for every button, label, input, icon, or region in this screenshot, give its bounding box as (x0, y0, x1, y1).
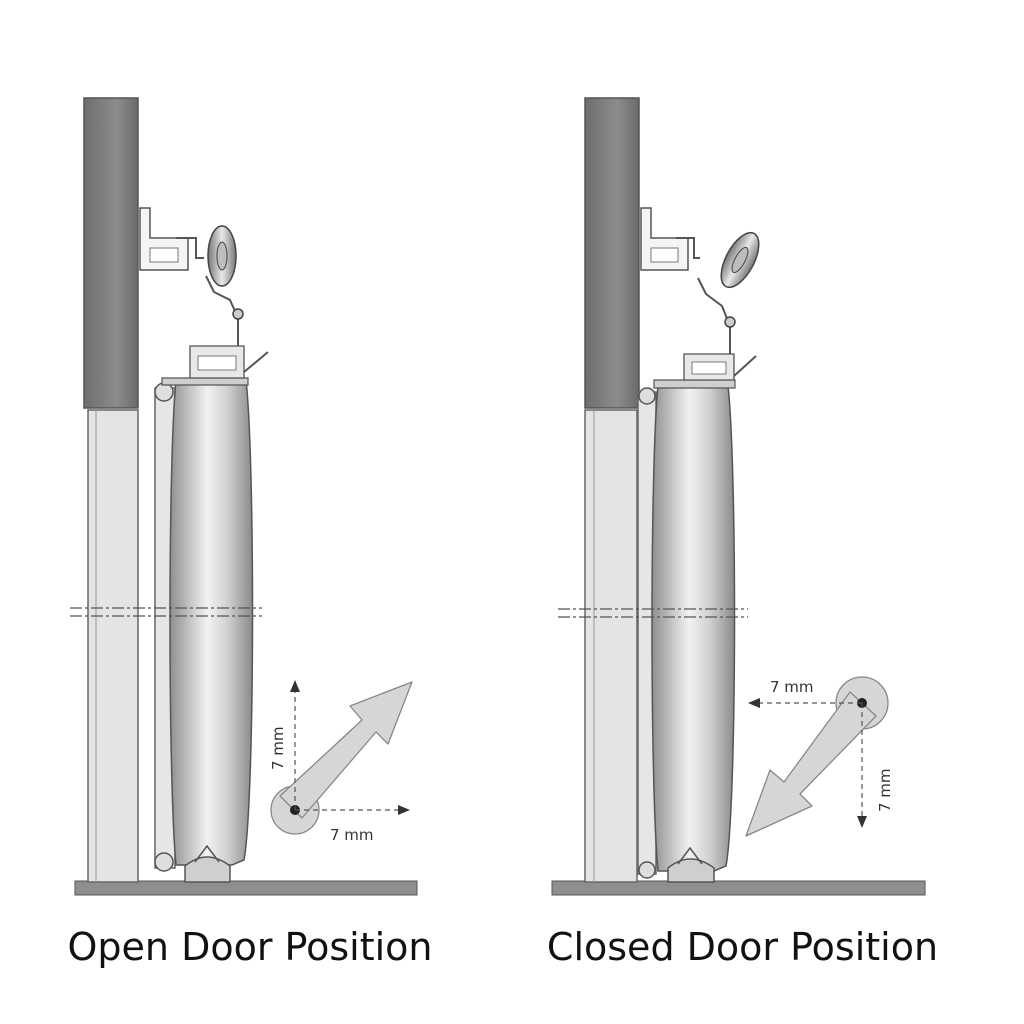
plate-lever (243, 351, 269, 373)
hanger-pivot (232, 308, 244, 320)
lower-frame-post (584, 409, 638, 883)
open-dim-vertical-label: 7 mm (269, 726, 287, 770)
floor-strip (551, 880, 926, 896)
open-movement-arrow (270, 681, 413, 835)
top-wheel-hub (216, 241, 228, 271)
open-dim-horizontal-label: 7 mm (330, 826, 374, 844)
door-top-cap (161, 377, 249, 386)
upper-frame-post (83, 97, 139, 409)
door-body (169, 379, 254, 866)
closed-dim-vertical-label: 7 mm (876, 768, 894, 812)
hanger-arm (697, 277, 731, 354)
bottom-guide (184, 856, 231, 883)
upper-frame-post (584, 97, 640, 409)
hanger-pivot (724, 316, 736, 328)
dim-horizontal-arrowhead (398, 805, 410, 815)
rail-hook (176, 237, 204, 259)
break-lines (70, 607, 262, 617)
dim-vertical-arrowhead (857, 816, 867, 828)
arrow-shaft (745, 691, 877, 837)
arrow-shaft (279, 681, 413, 819)
closed-dim-horizontal-label: 7 mm (770, 678, 814, 696)
break-lines (558, 608, 748, 618)
door-body (651, 385, 736, 872)
plate-inner (691, 361, 727, 375)
open-door-panel: 7 mm 7 mm (70, 97, 418, 896)
rail-slot (650, 247, 679, 263)
rail-slot (149, 247, 179, 263)
top-wheel-hub (731, 246, 749, 274)
bottom-guide (667, 858, 715, 883)
bottom-guide-notch (677, 846, 703, 865)
closed-movement-arrow (745, 676, 889, 837)
side-panel-top-roller (638, 387, 656, 405)
floor-strip (74, 880, 418, 896)
side-panel-bottom-roller (154, 852, 174, 872)
side-panel-bottom-roller (638, 861, 656, 879)
dim-horizontal-arrowhead (748, 698, 760, 708)
closed-door-panel: 7 mm 7 mm (551, 97, 926, 896)
dim-vertical-arrowhead (290, 680, 300, 692)
plate-inner (197, 355, 237, 371)
hanger-arm (205, 275, 239, 346)
plate-lever (733, 355, 757, 377)
side-panel-top-roller (154, 382, 174, 402)
top-wheel-tilted (720, 231, 760, 289)
closed-door-caption: Closed Door Position (546, 925, 939, 969)
rail-hook (676, 237, 700, 259)
door-top-cap (653, 379, 736, 389)
bottom-guide-notch (194, 844, 220, 863)
open-door-caption: Open Door Position (67, 925, 433, 969)
